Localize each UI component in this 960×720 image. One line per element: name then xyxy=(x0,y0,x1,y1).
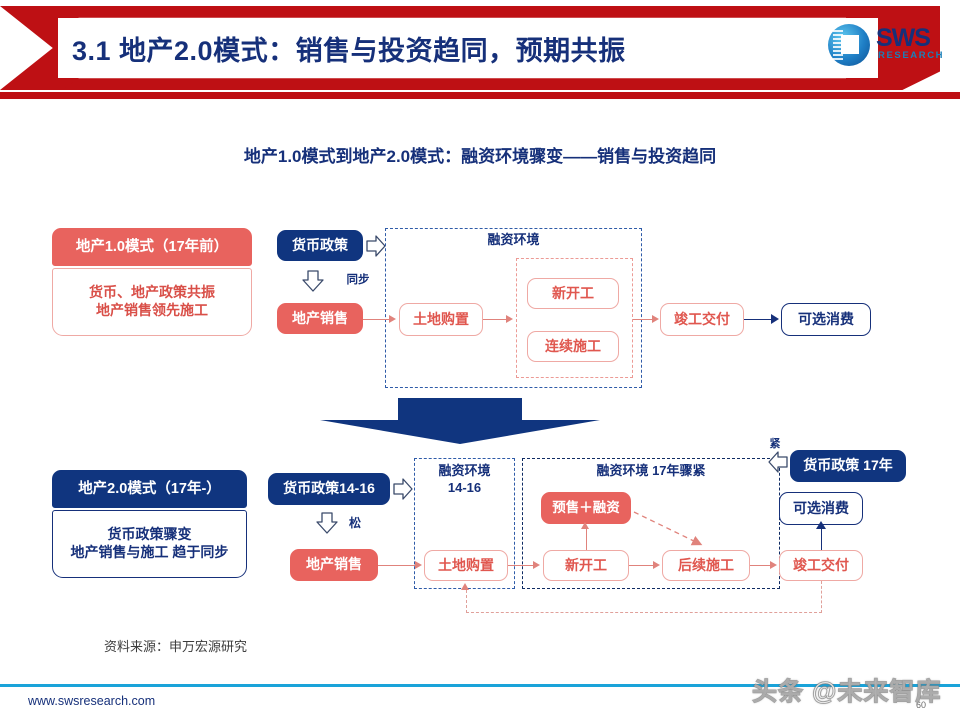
bottom-env1-label-line1: 融资环境 xyxy=(438,463,491,478)
bottom-tight-left-arrow-icon xyxy=(768,450,788,474)
bottom-feedback-down xyxy=(821,581,822,613)
sws-logo-mark-icon xyxy=(828,24,870,66)
bottom-arrow-newstart-followup xyxy=(653,561,660,569)
bottom-env1-label-line2: 14-16 xyxy=(447,479,482,495)
bottom-land-box: 土地购置 xyxy=(424,550,508,581)
top-consume-box: 可选消费 xyxy=(781,303,871,336)
bottom-mode-body-line1: 货币政策骤变 xyxy=(107,526,192,543)
bottom-conn-newstart-followup xyxy=(629,565,654,566)
top-complete-box: 竣工交付 xyxy=(660,303,744,336)
bottom-arrow-sales-land xyxy=(415,561,422,569)
top-conn-sales-land xyxy=(363,319,390,320)
top-arrow-land-group xyxy=(506,315,513,323)
bottom-arrow-followup-complete xyxy=(770,561,777,569)
top-financing-env-label: 融资环境 xyxy=(487,232,540,247)
top-conn-land-group xyxy=(483,319,507,320)
bottom-conn-complete-consume xyxy=(821,528,822,550)
bottom-feedback-arrow xyxy=(461,583,469,590)
top-newstart-box: 新开工 xyxy=(527,278,619,309)
header-white-plate xyxy=(58,18,878,78)
bottom-policy-right-arrow-icon xyxy=(393,477,413,501)
bottom-arrow-complete-consume xyxy=(816,521,826,529)
bottom-env2-container xyxy=(522,458,780,589)
bottom-feedback-up xyxy=(466,590,467,613)
bottom-arrow-land-newstart xyxy=(533,561,540,569)
sws-logo: SWS RESEARCH xyxy=(828,22,948,70)
bottom-arrow-newstart-presale xyxy=(581,522,589,529)
top-construction-group xyxy=(516,258,633,378)
bottom-conn-newstart-presale xyxy=(586,528,587,550)
top-mode-body: 货币、地产政策共振 地产销售领先施工 xyxy=(52,268,252,336)
header-underline xyxy=(0,92,960,99)
slide-header: 3.1 地产2.0模式：销售与投资趋同，预期共振 SWS RESEARCH xyxy=(0,0,960,100)
bottom-env1-label: 融资环境 14-16 xyxy=(414,463,515,497)
top-mode-body-line1: 货币、地产政策共振 xyxy=(89,284,215,301)
top-conn-group-complete xyxy=(633,319,653,320)
bottom-presale-box: 预售＋融资 xyxy=(541,492,631,524)
bottom-sales-box: 地产销售 xyxy=(290,549,378,581)
top-continue-box: 连续施工 xyxy=(527,331,619,362)
bottom-tight-label: 紧 xyxy=(769,438,781,450)
sws-logo-subtext: RESEARCH xyxy=(878,50,945,61)
top-mode-header: 地产1.0模式（17年前） xyxy=(52,228,252,266)
top-policy-right-arrow-icon xyxy=(366,234,386,258)
top-sync-down-arrow-icon xyxy=(301,270,325,292)
top-sales-box: 地产销售 xyxy=(277,303,363,334)
bottom-loose-down-arrow-icon xyxy=(315,512,339,534)
watermark-text: 头条 @未来智库 xyxy=(751,678,942,707)
top-land-box: 土地购置 xyxy=(399,303,483,336)
bottom-mode-header: 地产2.0模式（17年-） xyxy=(52,470,247,508)
top-policy-box: 货币政策 xyxy=(277,230,363,261)
bottom-conn-land-newstart xyxy=(508,565,534,566)
page-title: 3.1 地产2.0模式：销售与投资趋同，预期共振 xyxy=(72,35,626,66)
chart-subtitle: 地产1.0模式到地产2.0模式：融资环境骤变——销售与投资趋同 xyxy=(243,147,717,166)
top-mode-body-line2: 地产销售领先施工 xyxy=(96,302,208,318)
bottom-complete-box: 竣工交付 xyxy=(779,550,863,581)
page-number: 60 xyxy=(916,700,927,710)
top-arrow-complete-consume xyxy=(771,314,779,324)
top-financing-env-container xyxy=(385,228,642,388)
top-conn-complete-consume xyxy=(744,319,772,320)
footer-url[interactable]: www.swsresearch.com xyxy=(28,694,156,708)
transition-down-arrow-icon xyxy=(320,398,600,444)
top-arrow-sales-land xyxy=(389,315,396,323)
source-note: 资料来源：申万宏源研究 xyxy=(104,639,248,654)
bottom-conn-followup-complete xyxy=(750,565,771,566)
bottom-mode-body-line2: 地产销售与施工 趋于同步 xyxy=(70,544,229,560)
bottom-policy17-box: 货币政策 17年 xyxy=(790,450,906,482)
bottom-env2-label: 融资环境 17年骤紧 xyxy=(596,463,706,478)
bottom-followup-box: 后续施工 xyxy=(662,550,750,581)
bottom-mode-body: 货币政策骤变 地产销售与施工 趋于同步 xyxy=(52,510,247,578)
top-sync-label: 同步 xyxy=(346,274,370,286)
footer-divider xyxy=(0,684,960,687)
bottom-conn-sales-land xyxy=(378,565,416,566)
top-arrow-group-complete xyxy=(652,315,659,323)
sws-logo-text: SWS xyxy=(876,24,931,52)
bottom-feedback-across xyxy=(466,612,822,613)
bottom-policy-box: 货币政策14-16 xyxy=(268,473,390,505)
bottom-loose-label: 松 xyxy=(348,516,361,530)
bottom-newstart-box: 新开工 xyxy=(543,550,629,581)
